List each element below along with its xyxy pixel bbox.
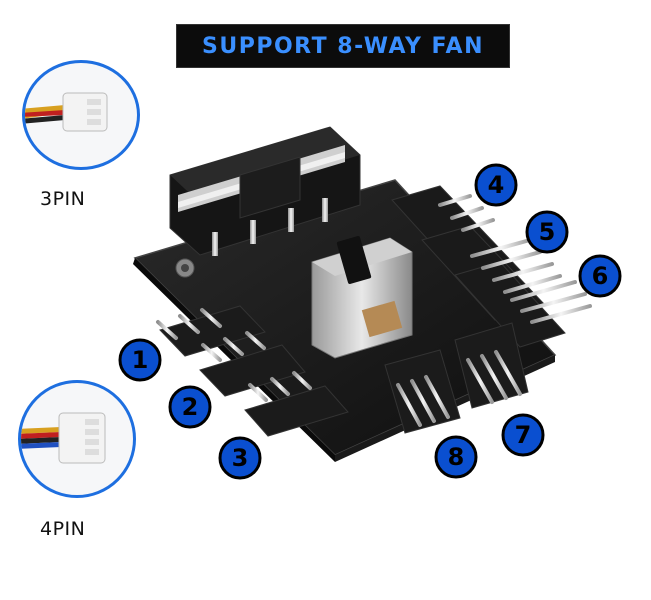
front-right-header-blocks [384, 322, 529, 434]
3pin-connector-illustration [25, 92, 108, 132]
port-number-6: 6 [592, 262, 609, 290]
sata-power-connector [169, 126, 361, 256]
port-badge-3: 3 [218, 436, 262, 480]
4pin-connector-illustration [21, 412, 106, 464]
3pin-connector-inset [22, 60, 140, 170]
port-number-8: 8 [448, 443, 465, 471]
port-number-3: 3 [232, 444, 249, 472]
port-number-1: 1 [132, 346, 149, 374]
port-badge-2: 2 [168, 385, 212, 429]
slide-switch [311, 236, 413, 359]
port-badge-1: 1 [118, 338, 162, 382]
port-number-2: 2 [182, 393, 199, 421]
title-banner: SUPPORT 8-WAY FAN [176, 24, 510, 68]
port-number-4: 4 [488, 171, 505, 199]
4pin-connector-inset [18, 380, 136, 498]
port-badge-8: 8 [434, 435, 478, 479]
3pin-label: 3PIN [40, 188, 86, 210]
left-header-blocks [156, 276, 349, 437]
port-badge-6: 6 [578, 254, 622, 298]
port-badge-7: 7 [501, 413, 545, 457]
port-badge-5: 5 [525, 210, 569, 254]
port-number-7: 7 [515, 421, 532, 449]
4pin-label: 4PIN [40, 518, 86, 540]
port-number-5: 5 [539, 218, 556, 246]
right-header-blocks [391, 185, 592, 348]
port-badge-4: 4 [474, 163, 518, 207]
title-text: SUPPORT 8-WAY FAN [202, 33, 484, 59]
